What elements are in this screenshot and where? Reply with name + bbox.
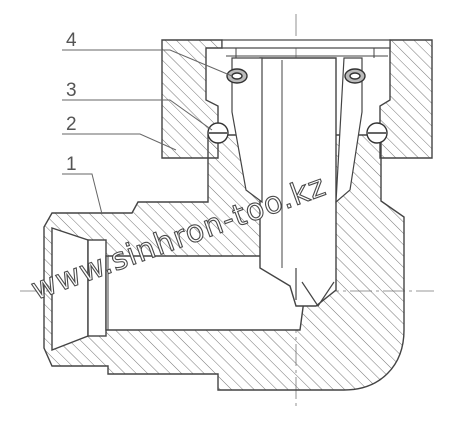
callout-3: 3 (66, 80, 77, 101)
leader-2 (62, 133, 177, 151)
vertical-bore (259, 57, 337, 307)
callout-1: 1 (66, 154, 77, 175)
bore-edges (107, 60, 283, 330)
leader-3 (62, 99, 213, 131)
leader-1 (62, 173, 103, 215)
sealing-o-rings (226, 68, 366, 84)
callout-2: 2 (66, 114, 77, 135)
swivel-nut-bore-top (221, 39, 391, 49)
sleeve (231, 57, 363, 204)
swivel-nut (161, 39, 433, 159)
retaining-rings (207, 122, 388, 144)
bore-passages (51, 57, 337, 352)
leader-lines (62, 49, 233, 215)
drill-point (295, 268, 335, 308)
callout-4: 4 (66, 30, 77, 51)
leader-4 (62, 49, 233, 77)
swivel-nut-right (379, 39, 433, 159)
